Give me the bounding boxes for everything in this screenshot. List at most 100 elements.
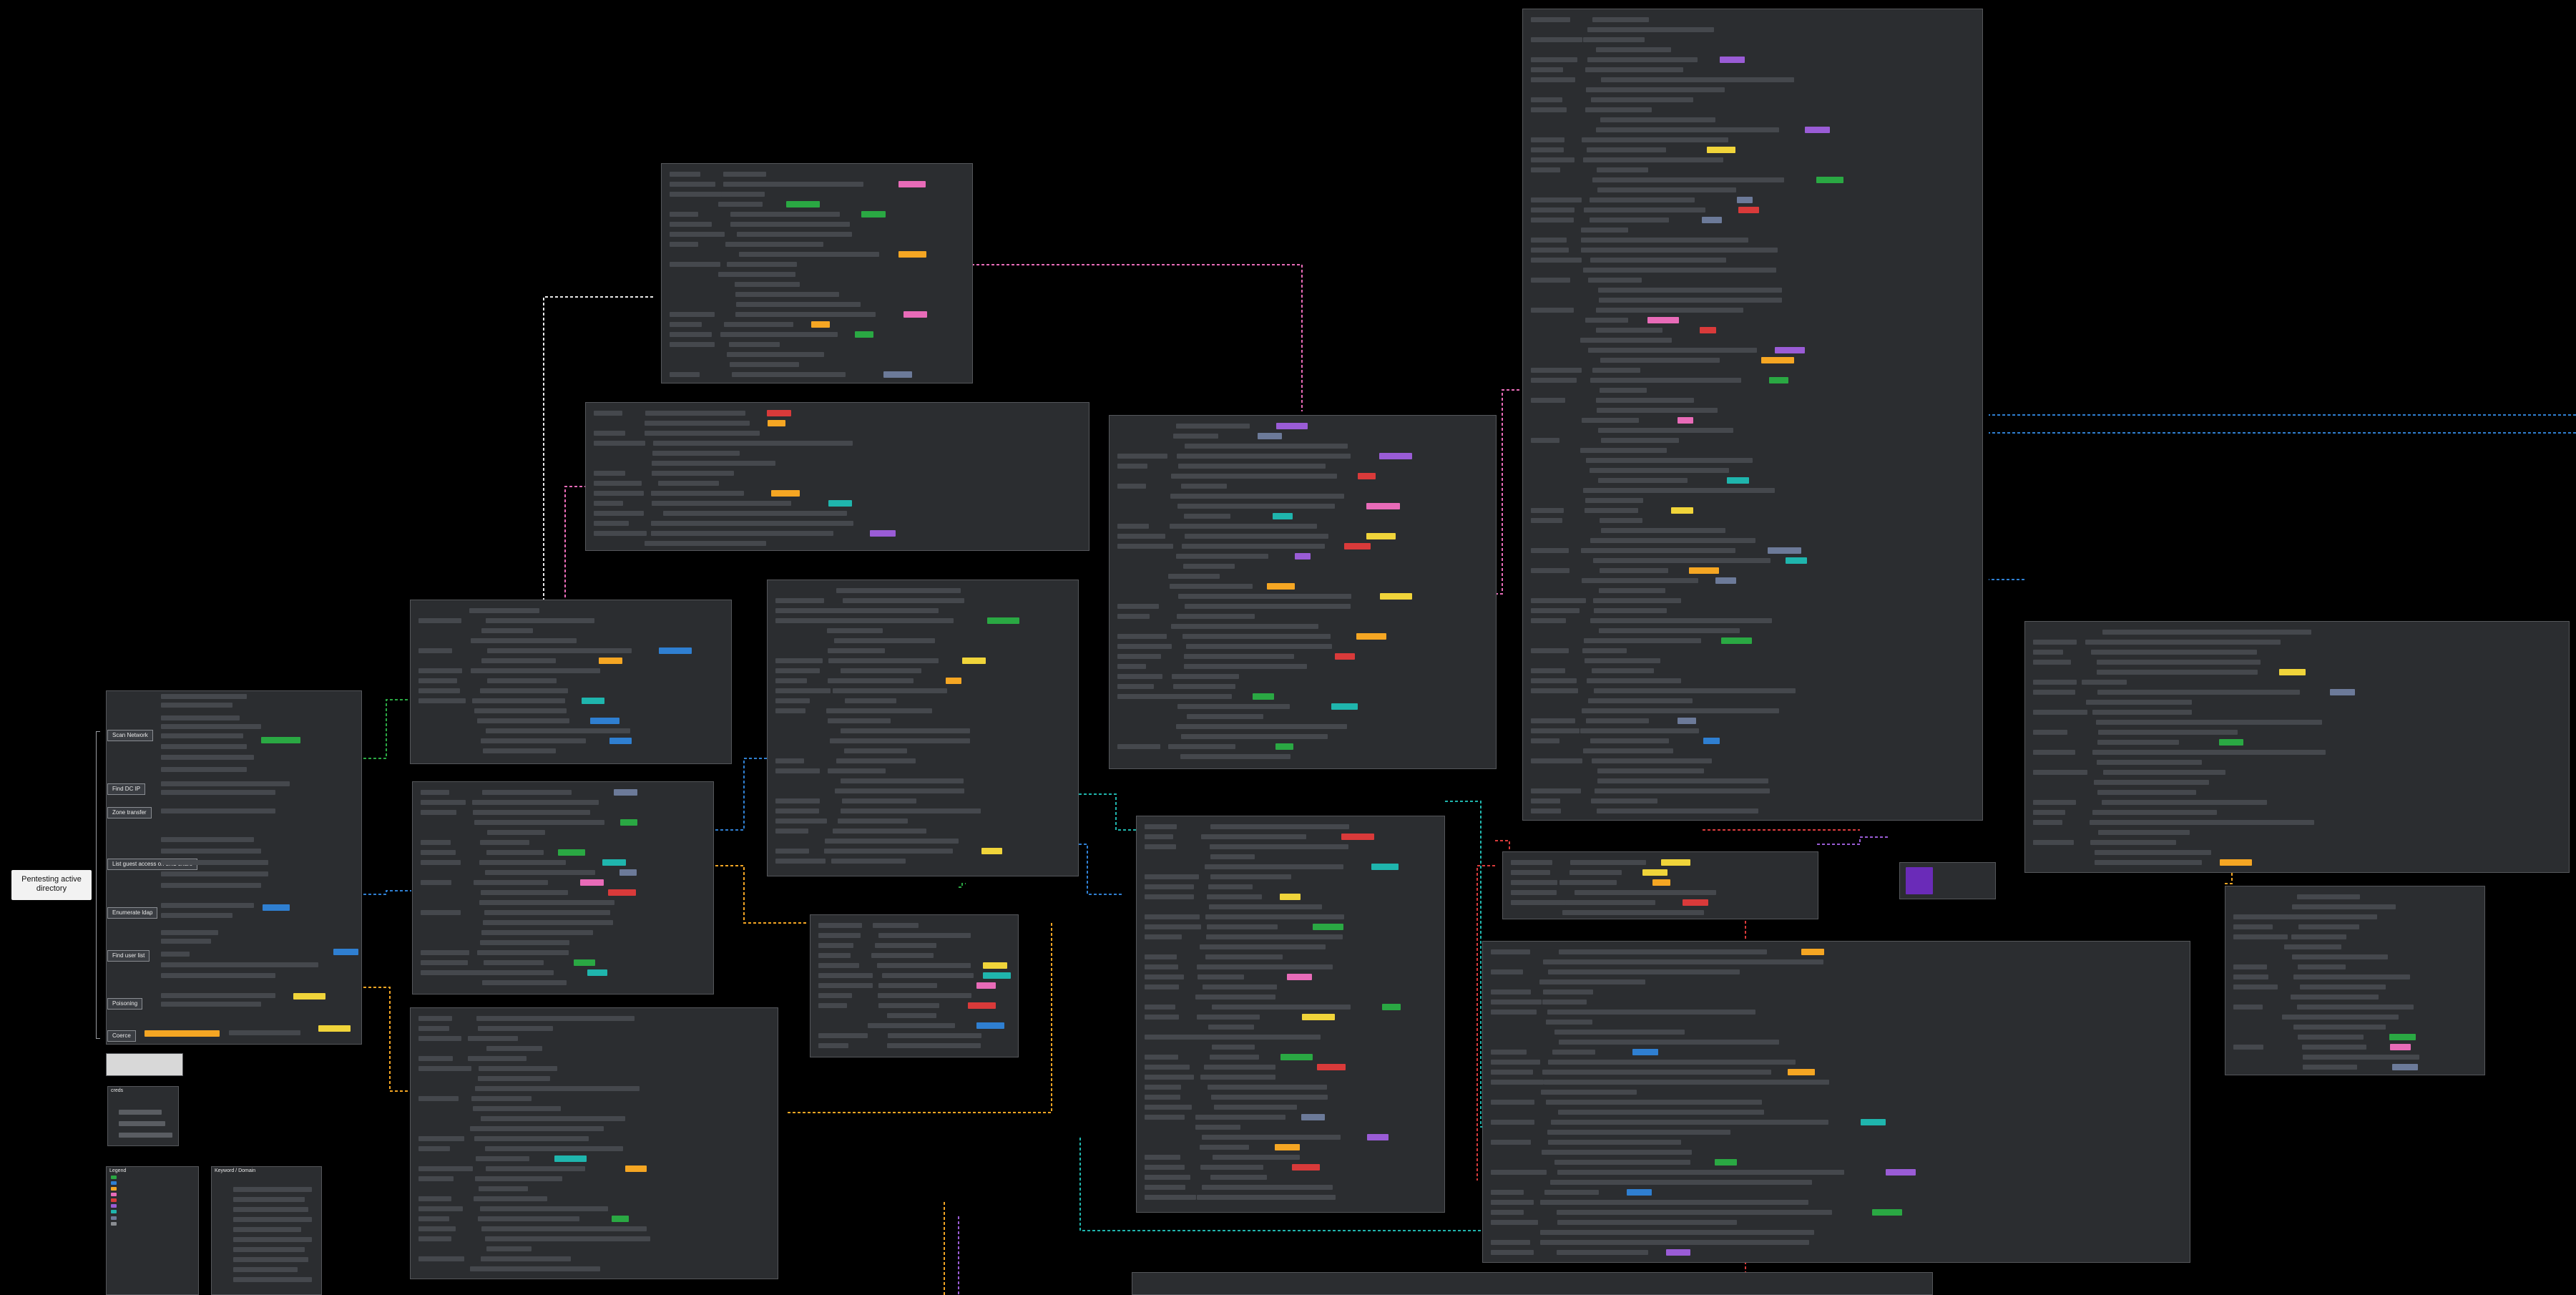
panel-row: [1178, 464, 1326, 469]
row: [161, 973, 275, 978]
panel-row: [1597, 768, 1704, 773]
panel-row: [1592, 598, 1681, 603]
link-orange-1: [363, 987, 411, 1092]
panel-row: [1177, 594, 1351, 599]
panel-row: [1205, 864, 1344, 869]
panel-row: [418, 1066, 471, 1071]
panel-row: [1184, 514, 1231, 519]
panel-row: [1169, 584, 1253, 589]
row: [161, 939, 211, 944]
panel-row: [2297, 1035, 2364, 1040]
panel-row: [1201, 834, 1307, 839]
row: [161, 694, 247, 699]
panel-row: [1596, 47, 1672, 52]
panel-row: [2302, 1045, 2367, 1050]
panel-row: [1597, 167, 1649, 172]
row: [233, 1277, 312, 1282]
panel-row: [1117, 484, 1146, 489]
panel-row: [1552, 1050, 1595, 1055]
branch-find-dc-ip[interactable]: Find DC IP: [107, 783, 146, 795]
panel-row: [1511, 880, 1557, 885]
panel-tag: [870, 530, 896, 537]
panel-row: [1183, 654, 1294, 659]
panel-row: [418, 1146, 450, 1151]
legend-chip-orange: [111, 1187, 117, 1191]
panel-row: [1491, 989, 1531, 995]
panel-tag: [1700, 327, 1717, 333]
panel-tag: [1707, 147, 1736, 153]
panel-row: [739, 252, 880, 257]
panel-row: [1531, 568, 1569, 573]
panel-row: [1585, 67, 1683, 72]
panel-row: [1491, 1240, 1530, 1245]
panel-row: [481, 738, 587, 743]
panel-row: [818, 933, 861, 938]
panel-row: [1600, 77, 1794, 82]
panel-row: [1200, 1145, 1250, 1150]
panel-row: [1208, 1085, 1328, 1090]
branch-zone-transfer[interactable]: Zone transfer: [107, 807, 152, 818]
row: [119, 1110, 162, 1115]
panel-row: [421, 810, 456, 815]
panel-tag: [2220, 859, 2253, 866]
panel-row: [1511, 890, 1557, 895]
link-orange-2: [715, 865, 808, 924]
panel-tag: [1286, 974, 1312, 980]
panel-row: [1168, 694, 1233, 699]
panel-row: [1145, 1055, 1178, 1060]
panel-row: [1580, 238, 1748, 243]
panel-row: [775, 658, 823, 663]
panel-tag: [1275, 743, 1294, 750]
panel-row: [1117, 744, 1160, 749]
panel-row: [1491, 1250, 1534, 1255]
panel-row: [1586, 458, 1753, 463]
branch-coerce[interactable]: Coerce: [107, 1030, 136, 1042]
panel-tag: [587, 969, 607, 976]
panel-tag: [602, 859, 626, 866]
panel-row: [1531, 798, 1560, 803]
panel-row: [2101, 800, 2267, 805]
panel-row: [1210, 824, 1349, 829]
panel-row: [873, 923, 919, 928]
panel-tag: [581, 698, 604, 704]
panel-row: [875, 943, 937, 948]
panel-row: [818, 973, 873, 978]
panel-row: [734, 282, 800, 287]
panel-row: [1491, 1200, 1534, 1205]
keyword-box: Keyword / Domain: [211, 1166, 322, 1295]
panel-row: [1531, 157, 1575, 162]
panel-tag: [1632, 1049, 1658, 1055]
panel-tag: [861, 211, 886, 218]
panel-row: [1590, 218, 1670, 223]
panel-tag: [619, 869, 637, 876]
panel-row: [1531, 728, 1580, 733]
panel-row: [1197, 1015, 1260, 1020]
panel-row: [1592, 177, 1785, 182]
panel-row: [1540, 1090, 1637, 1095]
branch-find-user-list[interactable]: Find user list: [107, 950, 150, 962]
panel-row: [475, 1156, 529, 1161]
branch-poisoning[interactable]: Poisoning: [107, 998, 143, 1010]
panel-row: [594, 431, 625, 436]
row: [233, 1247, 305, 1252]
panel-row: [418, 668, 462, 673]
panel-row: [1582, 37, 1645, 42]
panel-row: [729, 362, 799, 367]
panel-row: [670, 312, 715, 317]
panel-row: [1595, 308, 1743, 313]
panel-row: [474, 1196, 548, 1201]
branch-enumerate-ldap[interactable]: Enumerate ldap: [107, 907, 158, 919]
panel-row: [1531, 278, 1570, 283]
branch-scan-network[interactable]: Scan Network: [107, 730, 153, 741]
panel-row: [2288, 914, 2378, 919]
panel-row: [841, 778, 964, 783]
panel-row: [1531, 218, 1574, 223]
row: [119, 1121, 165, 1126]
panel-row: [1117, 614, 1150, 619]
panel-tag: [614, 789, 638, 796]
panel-row: [469, 1126, 604, 1131]
panel-row: [1117, 604, 1159, 609]
panel-row: [1531, 107, 1567, 112]
panel-row: [1531, 167, 1560, 172]
panel-row: [1491, 969, 1523, 974]
